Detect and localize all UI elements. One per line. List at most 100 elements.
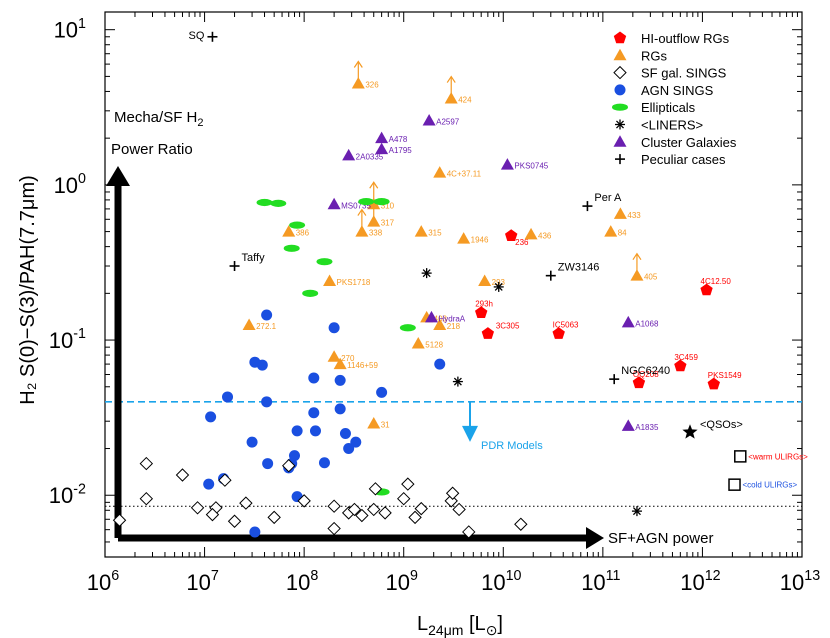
point-label: PKS1549 [708,371,742,380]
data-point [308,407,320,419]
legend-marker [613,65,627,80]
ellipse-mark [283,244,300,252]
lower-limit-arrowhead [369,181,379,189]
data-point [378,506,392,520]
x-axis-label: L24μm [L⊙] [417,613,503,638]
data-point [375,142,389,155]
data-point [367,215,381,227]
data-point [358,198,375,206]
legend-label: Peculiar cases [641,152,726,167]
x-tick-label: 107 [186,568,218,595]
data-point [422,113,436,126]
diamond-mark [112,513,127,527]
data-point [613,207,627,219]
triangle-mark [375,142,389,155]
point-label: 5128 [425,341,443,350]
point-label: ZW3146 [558,262,600,274]
point-label: 31 [381,420,390,429]
data-point [262,458,274,470]
lower-limit-arrowhead [446,75,456,83]
triangle-mark [333,357,347,370]
data-point [318,457,330,469]
data-point [462,525,476,539]
point-label: A478 [389,135,408,144]
point-label: A1068 [635,319,659,328]
y-axis-label: H₂ S(0)−S(3)/PAH(7.7μm) [17,175,39,405]
data-point [414,225,428,237]
triangle-mark [424,310,438,323]
data-point [368,482,383,496]
point-label: 4C+37.11 [447,170,482,179]
point-label: OQ208 [633,370,659,379]
y-tick-label: 10-1 [49,326,86,353]
circle-mark [249,526,261,538]
point-label: 405 [644,273,658,282]
circle-mark [203,478,215,490]
diamond-mark [327,499,341,513]
star-mark [682,424,698,439]
pdr-models-label: PDR Models [481,440,543,452]
legend-label: AGN SINGS [641,83,714,98]
data-point [493,281,504,292]
triangle-mark [630,269,644,281]
circle-mark [318,457,330,469]
circle-mark [334,403,346,415]
legend-label: Cluster Galaxies [641,135,737,150]
point-label: 338 [369,229,383,238]
circle-mark [308,372,320,384]
mecha-arrow-head [106,166,130,186]
legend-label: <LINERS> [641,118,703,133]
legend-marker [614,84,626,96]
circle-mark [309,425,321,437]
point-label: 84 [618,229,627,238]
data-point [291,425,303,437]
asterisk-stroke [494,282,503,291]
data-point [334,374,346,386]
diamond-mark [367,502,381,517]
lower-limit-arrowhead [632,252,642,260]
data-point [630,269,644,281]
x-tick-label: 1010 [481,568,521,595]
data-point [327,521,341,536]
triangle-mark [323,274,337,287]
data-point [242,318,256,331]
data-point [452,502,466,517]
data-point [481,327,494,339]
circle-mark [308,407,320,419]
legend-marker [613,31,627,44]
data-point [112,513,127,527]
circle-mark [262,458,274,470]
point-label: HydraA [438,314,465,323]
circle-mark [339,427,351,439]
point-label: 2A0335 [356,152,384,161]
data-point [445,486,460,500]
data-point [139,456,154,471]
circle-mark [350,436,362,448]
point-label: 403 [434,314,448,323]
data-point [282,225,296,237]
data-point [249,356,261,368]
data-point [707,377,720,390]
data-point [444,92,458,104]
diamond-mark [401,477,415,491]
triangle-mark [411,337,425,349]
point-label: 3C305 [496,322,520,331]
diamond-mark [514,517,528,531]
square-mark [734,450,747,463]
pentagon-mark [674,359,687,372]
circle-mark [222,391,234,403]
triangle-mark [613,135,627,147]
triangle-mark [500,158,514,170]
square-mark [728,478,741,491]
triangle-mark [613,207,627,219]
point-label: 436 [538,231,552,240]
y-tick-label: 100 [54,171,86,198]
data-point [399,324,416,332]
diamond-mark [267,510,281,525]
diamond-mark [445,486,460,500]
data-point [621,315,635,328]
x-tick-label: 109 [385,568,417,595]
